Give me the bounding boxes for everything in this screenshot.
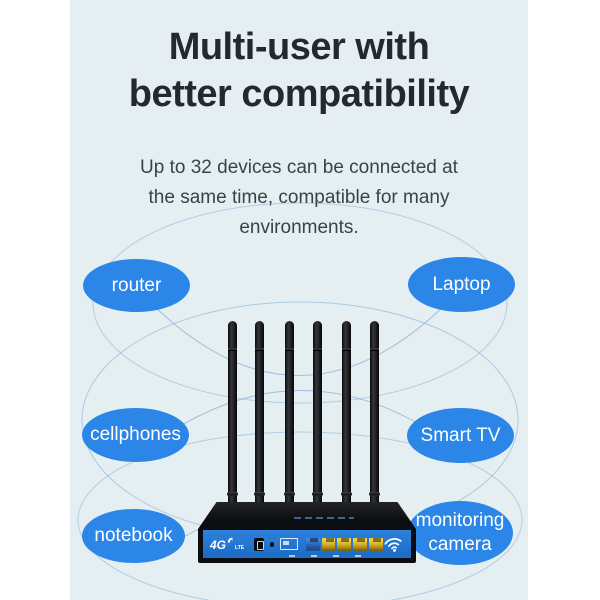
subtitle-line-1: Up to 32 devices can be connected at [140,157,458,178]
power-jack [254,537,264,551]
antenna-hinge [341,492,352,496]
sim-slot [280,538,298,550]
bubble-monitoring-camera: monitoring camera [407,501,513,565]
logo-lte-text: LTE [235,545,245,551]
bubble-notebook-label: notebook [94,525,173,547]
antenna-hinge [312,492,323,496]
page-title: Multi-user with better compatibility [70,24,528,118]
antenna-joint [285,348,294,351]
title-line-2: better compatibility [128,73,470,115]
wan-port [305,537,320,551]
lan-port-1 [321,537,336,551]
bubble-smart-tv: Smart TV [407,408,514,463]
antenna-1 [227,321,238,518]
subtitle-line-3: environments. [239,217,359,238]
chassis-print-decoration [293,517,354,519]
antenna-joint [228,348,237,351]
antenna-joint [342,348,351,351]
router-chassis-top [198,502,416,529]
subtitle-line-2: the same time, compatible for many [148,187,450,208]
page-subtitle: Up to 32 devices can be connected at the… [70,153,528,243]
antenna-hinge [227,492,238,496]
bubble-monitoring-camera-label: monitoring camera [415,510,505,555]
antenna-joint [370,348,379,351]
lan-port-3 [353,537,368,551]
antenna-4 [312,321,323,518]
antenna-joint [313,348,322,351]
antenna-hinge [254,492,265,496]
signal-arc-icon [227,537,233,543]
bubble-laptop: Laptop [408,257,515,312]
4g-lte-logo: 4G LTE [210,537,244,551]
antenna-hinge [369,492,380,496]
port-labels-decoration [289,555,375,557]
bubble-cellphones: cellphones [82,408,189,462]
bubble-router-label: router [111,274,162,296]
antenna-2 [254,321,265,518]
bubble-cellphones-label: cellphones [90,424,181,446]
bubble-laptop-label: Laptop [432,273,491,295]
wifi-icon [384,537,402,552]
antenna-3 [284,321,295,518]
antenna-5 [341,321,352,518]
title-line-1: Multi-user with [168,26,430,68]
bubble-router: router [83,259,190,312]
reset-button [269,541,274,547]
bubble-notebook: notebook [82,509,185,563]
antenna-hinge [284,492,295,496]
router-front-panel: 4G LTE [203,530,411,558]
lan-port-2 [337,537,352,551]
antenna-joint [255,348,264,351]
logo-4g-text: 4G [210,538,227,552]
router-chassis-body: 4G LTE [198,529,416,563]
bubble-smart-tv-label: Smart TV [420,424,501,446]
router-device: 4G LTE [198,502,416,566]
antenna-6 [369,321,380,518]
